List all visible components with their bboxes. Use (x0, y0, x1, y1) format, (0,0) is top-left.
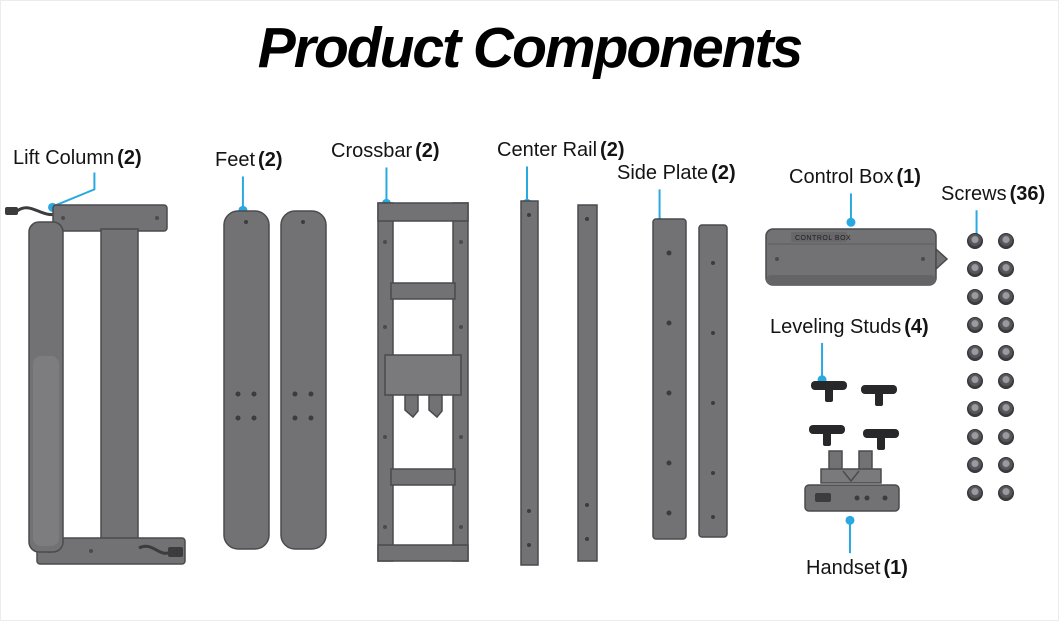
label-control-box: Control Box(1) (789, 166, 921, 189)
label-control-box-text: Control Box (789, 166, 894, 188)
crossbar-member (390, 468, 456, 486)
lift-column-right-tube (100, 228, 139, 545)
leveling-stud (811, 381, 847, 405)
label-feet-text: Feet (215, 149, 256, 171)
screw-icon (998, 233, 1014, 249)
screw-icon (998, 317, 1014, 333)
screw-icon (998, 457, 1014, 473)
side-plate-illustration (649, 215, 731, 545)
leveling-stud (863, 429, 899, 453)
label-leveling-studs-text: Leveling Studs (770, 316, 902, 338)
handset-body (804, 484, 900, 512)
label-control-box-count: (1) (896, 166, 921, 188)
screw-icon (967, 429, 983, 445)
control-box-illustration: CONTROL BOX (763, 219, 949, 297)
feet-illustration (221, 206, 329, 556)
handset-illustration (799, 449, 907, 521)
screw-icon (967, 317, 983, 333)
crossbar-bottom-member (377, 544, 469, 562)
screw-icon (998, 289, 1014, 305)
label-handset: Handset(1) (806, 557, 908, 580)
handset-buttons (854, 495, 888, 501)
screw-icon (998, 401, 1014, 417)
crossbar-clip (428, 394, 443, 419)
lift-column-illustration (1, 196, 196, 576)
screw-icon (967, 485, 983, 501)
lift-column-top-bracket (52, 204, 168, 232)
label-crossbar-count: (2) (415, 140, 440, 162)
crossbar-member (390, 282, 456, 300)
screw-icon (967, 401, 983, 417)
label-screws: Screws(36) (941, 183, 1045, 206)
center-rail-illustration (516, 199, 604, 569)
foot-right (280, 210, 327, 550)
label-crossbar: Crossbar(2) (331, 140, 440, 163)
crossbar-illustration (375, 197, 471, 569)
leveling-stud (809, 425, 845, 449)
handset-mount-base (820, 468, 882, 484)
screw-icon (998, 261, 1014, 277)
label-feet: Feet(2) (215, 149, 282, 172)
screw-icon (998, 345, 1014, 361)
foot-left (223, 210, 270, 550)
label-leveling-studs-count: (4) (904, 316, 929, 338)
label-lift-column: Lift Column(2) (13, 147, 142, 170)
label-side-plate: Side Plate(2) (617, 162, 736, 185)
leveling-stud (861, 385, 897, 409)
screw-icon (967, 373, 983, 389)
screw-icon (967, 261, 983, 277)
screw-icon (967, 345, 983, 361)
label-handset-text: Handset (806, 557, 881, 579)
side-plate-right (698, 224, 728, 538)
label-lift-column-text: Lift Column (13, 147, 115, 169)
control-box-tab (935, 247, 949, 271)
label-center-rail: Center Rail(2) (497, 139, 625, 162)
label-screws-text: Screws (941, 183, 1007, 205)
screw-icon (967, 233, 983, 249)
label-side-plate-text: Side Plate (617, 162, 709, 184)
label-center-rail-text: Center Rail (497, 139, 598, 161)
screws-grid (967, 233, 1014, 501)
label-handset-count: (1) (883, 557, 908, 579)
side-plate-left (652, 218, 687, 540)
label-leveling-studs: Leveling Studs(4) (770, 316, 929, 339)
center-rail-left (520, 200, 539, 566)
screw-icon (998, 429, 1014, 445)
label-lift-column-count: (2) (117, 147, 142, 169)
crossbar-middle-plate (384, 354, 462, 396)
label-center-rail-count: (2) (600, 139, 625, 161)
screw-icon (967, 457, 983, 473)
label-side-plate-count: (2) (711, 162, 736, 184)
page-title: Product Components (257, 16, 804, 80)
leveling-studs-illustration (801, 373, 909, 455)
screw-icon (998, 373, 1014, 389)
label-screws-count: (36) (1009, 183, 1046, 205)
label-feet-count: (2) (258, 149, 283, 171)
crossbar-top-member (377, 202, 469, 222)
screw-icon (998, 485, 1014, 501)
control-box-label-text: CONTROL BOX (795, 235, 851, 242)
lift-column-top-cable (5, 206, 58, 217)
crossbar-clip (404, 394, 419, 419)
lift-column-bottom-cable (138, 544, 183, 557)
label-crossbar-text: Crossbar (331, 140, 413, 162)
screw-icon (967, 289, 983, 305)
handset-display (815, 493, 831, 502)
center-rail-right (577, 204, 598, 562)
